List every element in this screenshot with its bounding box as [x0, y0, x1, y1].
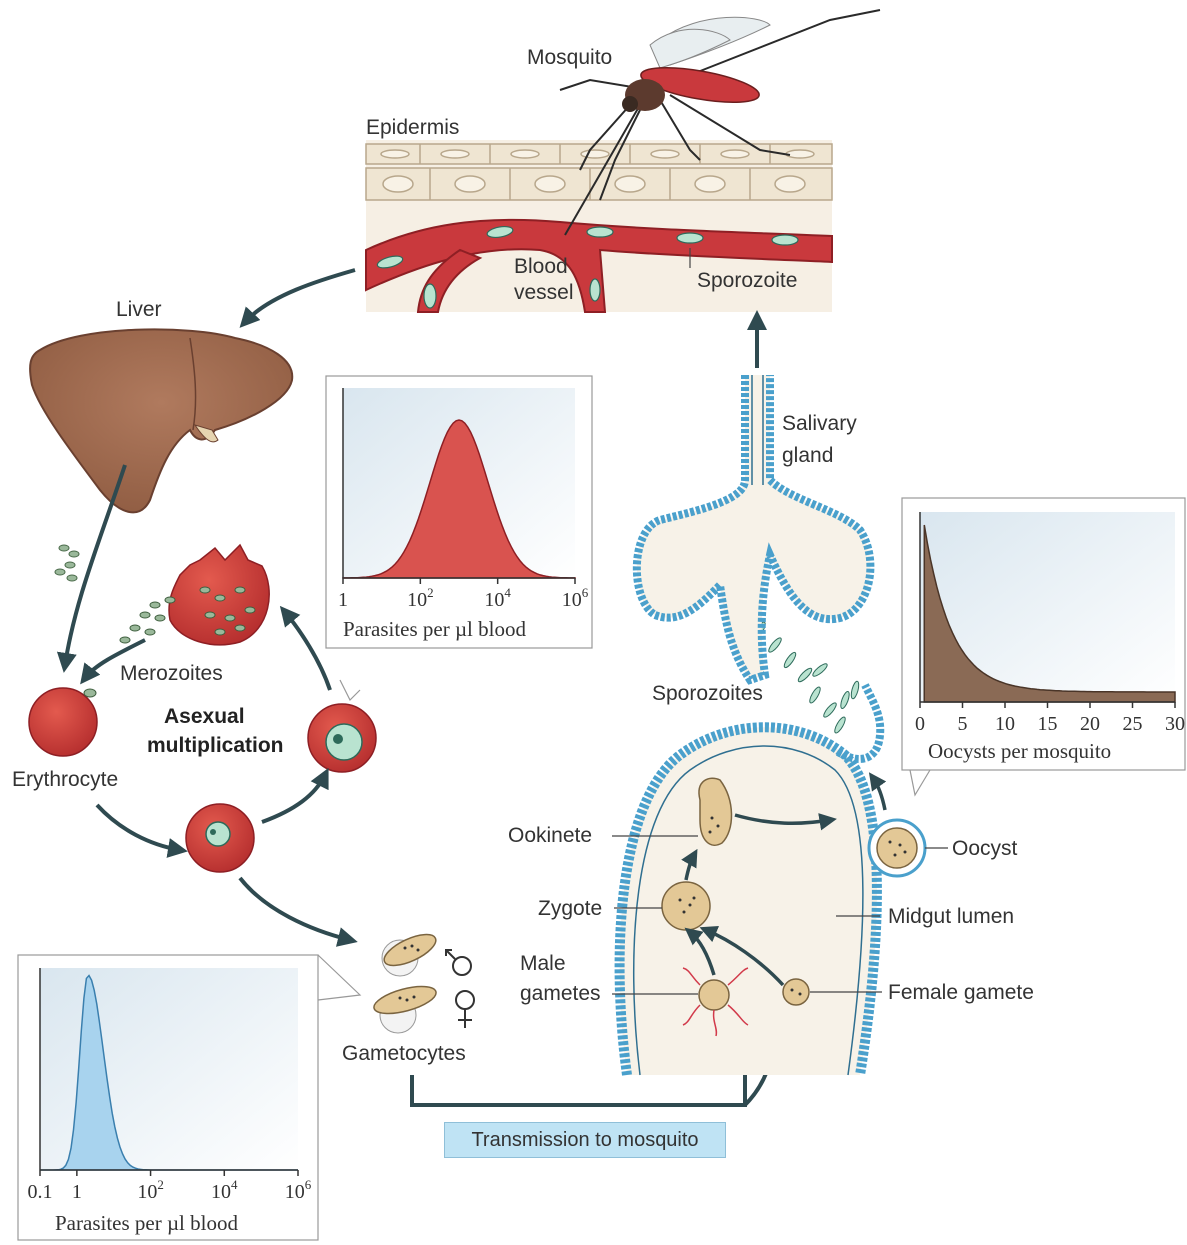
arrow-ring-to-trophozoite	[262, 775, 325, 822]
chart-oocysts-tick-label: 0	[915, 713, 925, 735]
chart-oocysts-tick-label: 10	[995, 713, 1015, 735]
chart-asexual-xlabel: Parasites per µl blood	[343, 617, 526, 641]
chart-oocysts-xlabel: Oocysts per mosquito	[928, 739, 1111, 763]
chart-gametocyte-xlabel: Parasites per µl blood	[55, 1211, 238, 1235]
liver-illustration	[30, 329, 292, 512]
chart-oocysts-tick-label: 30	[1165, 713, 1185, 735]
mosquito-label: Mosquito	[527, 46, 612, 69]
released-merozoites	[120, 597, 175, 643]
ruptured-erythrocyte	[169, 545, 269, 645]
male-gametes-label-2: gametes	[520, 982, 601, 1005]
female-gamete-label: Female gamete	[888, 981, 1034, 1004]
oocyst-label: Oocyst	[952, 837, 1018, 860]
skin-panel	[366, 10, 880, 312]
liver-merozoites	[55, 545, 79, 581]
epidermis-cells	[366, 144, 832, 200]
erythrocyte-label: Erythrocyte	[12, 768, 118, 791]
chart-oocysts-tick-label: 5	[958, 713, 968, 735]
chart-gametocyte-tick-label: 1	[72, 1181, 82, 1203]
salivary-gland-label-1: Salivary	[782, 412, 857, 435]
chart-asexual-callout	[340, 680, 360, 700]
blood-vessel-label-1: Blood	[514, 255, 568, 278]
liver-label: Liver	[116, 298, 162, 321]
chart-oocysts-tick-label: 15	[1038, 713, 1058, 735]
asexual-label-2: multiplication	[147, 734, 284, 757]
midgut-lumen-label: Midgut lumen	[888, 905, 1014, 928]
arrow-trophozoite-to-schizont	[285, 612, 330, 690]
trophozoite-erythrocyte	[308, 704, 376, 772]
sporozoites-label: Sporozoites	[652, 682, 763, 705]
chart-oocysts-callout	[910, 770, 930, 795]
chart-gametocyte-tick-label: 0.1	[28, 1181, 53, 1203]
transmission-to-mosquito-box: Transmission to mosquito	[444, 1122, 726, 1158]
ookinete-label: Ookinete	[508, 824, 592, 847]
gametocytes-illustration	[371, 928, 440, 1033]
merozoites-label: Merozoites	[120, 662, 223, 685]
salivary-gland-label-2: gland	[782, 444, 833, 467]
arrow-oocyst-to-sporozoites	[873, 778, 885, 810]
male-symbol-icon	[446, 950, 471, 975]
chart-oocysts: 0 5 10 15 20 25 30 Oocysts per mosquito	[902, 498, 1185, 795]
chart-asexual-tick-label: 1	[338, 589, 348, 611]
male-gametes-label-1: Male	[520, 952, 566, 975]
asexual-label-1: Asexual	[164, 705, 245, 728]
ring-stage-erythrocyte	[186, 804, 254, 872]
arrow-ring-to-gametocytes	[240, 878, 350, 940]
gametocytes-label: Gametocytes	[342, 1042, 466, 1065]
chart-gametocyte-callout	[318, 955, 360, 1000]
chart-oocysts-tick-label: 25	[1123, 713, 1143, 735]
erythrocyte-cell	[29, 688, 97, 756]
oocyst-cell	[869, 820, 925, 876]
chart-oocysts-tick-label: 20	[1080, 713, 1100, 735]
female-symbol-icon	[456, 991, 474, 1028]
sporozoite-label: Sporozoite	[697, 269, 797, 292]
arrow-skin-to-liver	[245, 270, 355, 322]
zygote-cell	[662, 882, 710, 930]
epidermis-label: Epidermis	[366, 116, 459, 139]
midgut-illustration	[620, 727, 877, 1075]
zygote-label: Zygote	[538, 897, 602, 920]
female-gamete-cell	[783, 979, 809, 1005]
blood-vessel-label-2: vessel	[514, 281, 574, 304]
arrow-erythrocyte-to-ring	[97, 805, 180, 850]
